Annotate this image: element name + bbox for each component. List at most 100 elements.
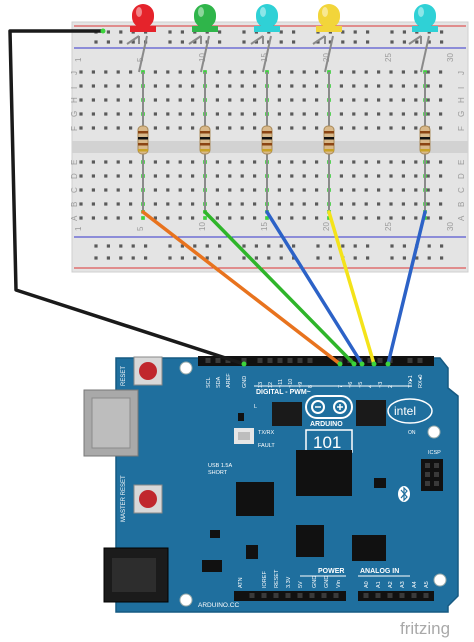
rail-hole [218,30,222,34]
hole [315,202,319,206]
digital-label: DIGITAL - PWM~ [256,389,311,396]
hole [277,70,281,74]
hole [277,126,281,130]
wire-end [371,361,377,367]
rail-hole [366,40,370,44]
hole [129,216,133,220]
hole [178,216,182,220]
header-pin [367,358,373,363]
header-pin [287,358,293,363]
hole [302,98,306,102]
hole [414,216,418,220]
rail-hole [94,256,98,260]
green-led [194,4,216,28]
header-pin [407,358,413,363]
led-leg [312,35,326,45]
hole [352,160,356,164]
led-highlight [198,7,204,17]
hole [414,112,418,116]
hole [315,84,319,88]
connected-hole [141,216,145,220]
hole [426,98,430,102]
led-leg [138,35,148,73]
hole [79,216,83,220]
analog-pin-label: A4 [412,581,418,588]
hole [91,84,95,88]
hole [352,188,356,192]
rail-hole [427,256,431,260]
hole [377,188,381,192]
power-pin [249,593,255,598]
hole [277,202,281,206]
yellow-led [318,4,340,28]
rail-hole [119,40,123,44]
led-rim [130,26,156,32]
l-label: L [254,404,257,410]
col-number: 5 [136,57,145,62]
hole [253,160,257,164]
hole [91,202,95,206]
led-leg [188,35,202,45]
hole [302,174,306,178]
connected-hole [203,216,207,220]
hole [339,70,343,74]
rail-hole [316,244,320,248]
row-letter: I [70,87,79,89]
hole [364,84,368,88]
hole [352,126,356,130]
row-letter: A [457,215,466,221]
hole [104,160,108,164]
hole [240,160,244,164]
hole [302,160,306,164]
hole [377,216,381,220]
analog-label: ANALOG IN [360,568,399,575]
hole [352,112,356,116]
hole [401,112,405,116]
rail-hole [254,244,258,248]
hole [166,174,170,178]
power-pin [273,593,279,598]
blue-wire [265,210,364,366]
mounting-hole [433,573,447,587]
resistor-band [200,149,210,152]
hole [377,174,381,178]
main-processor-chip [296,450,352,496]
hole [215,84,219,88]
hole [389,112,393,116]
col-number: 1 [74,57,83,62]
resistor-band [200,131,210,134]
hole [253,202,257,206]
analog-pin-label: A5 [424,581,430,588]
hole [401,216,405,220]
reset-button-cap[interactable] [139,362,157,380]
hole [302,84,306,88]
hole [352,84,356,88]
reset-label: RESET [121,366,127,386]
intel-logo-icon [387,398,433,424]
header-pin-label: GND [242,376,248,388]
hole [79,98,83,102]
power-pin [333,593,339,598]
resistor-band [262,137,272,140]
hole [116,188,120,192]
hole [439,174,443,178]
analog-pin [363,593,369,598]
master-reset-button-cap[interactable] [139,490,157,508]
hole [339,112,343,116]
hole [315,160,319,164]
wire-end [100,28,106,34]
rail-hole [119,30,123,34]
rail-hole [390,40,394,44]
hole [228,126,232,130]
analog-pin-label: A2 [388,581,394,588]
hole [290,98,294,102]
header-pin [337,358,343,363]
hole [228,98,232,102]
rail-hole [427,40,431,44]
header-pin-label: TX▸1 [408,375,414,388]
hole [191,188,195,192]
hole [166,216,170,220]
hole [253,216,257,220]
rail-hole [205,256,209,260]
